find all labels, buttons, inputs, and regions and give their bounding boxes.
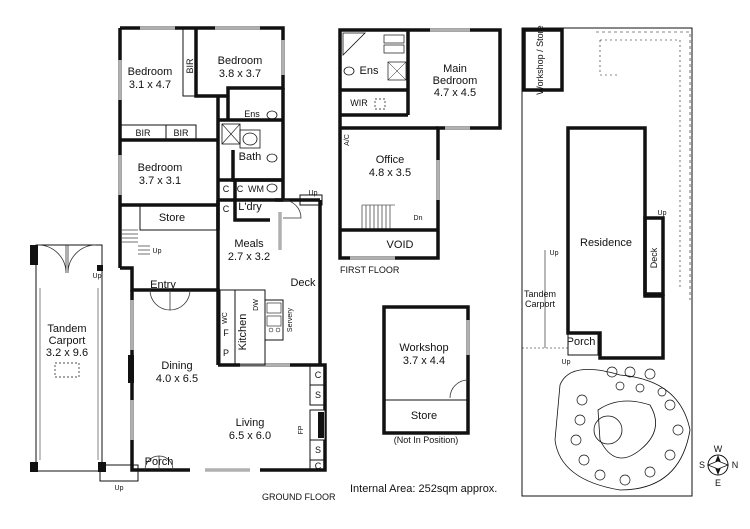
bedroom2-size: 3.8 x 3.7 xyxy=(219,68,261,80)
site-deck-label: Deck xyxy=(649,247,659,268)
up-label-deck: Up xyxy=(309,190,318,197)
p-label: P xyxy=(223,348,229,358)
bedroom2-name: Bedroom xyxy=(218,55,263,67)
first-floor-plan xyxy=(338,28,502,260)
bedroom1-size: 3.1 x 4.7 xyxy=(129,79,171,91)
workshop-store-label: Store xyxy=(411,410,437,422)
workshop-name: Workshop xyxy=(399,342,448,354)
office-name: Office xyxy=(376,154,405,166)
meals-size: 2.7 x 3.2 xyxy=(228,251,270,263)
workshop-plan xyxy=(382,305,470,435)
main-bedroom-name2: Bedroom xyxy=(433,75,478,87)
c1-label: C xyxy=(223,184,230,194)
site-carport-name1: Tandem xyxy=(524,289,556,299)
wm-label: WM xyxy=(248,184,264,194)
main-bedroom-name1: Main xyxy=(443,63,467,75)
entry-label: Entry xyxy=(150,279,176,291)
carport-name2: Carport xyxy=(49,335,86,347)
c3-label: C xyxy=(223,204,230,214)
cab-c2-label: C xyxy=(315,461,322,471)
carport-name1: Tandem xyxy=(47,323,86,335)
ens-label: Ens xyxy=(244,109,260,119)
compass-icon xyxy=(706,454,730,476)
compass-west-label: S xyxy=(699,460,705,470)
site-carport-name2: Carport xyxy=(525,299,556,309)
cab-c1-label: C xyxy=(315,370,322,380)
bedroom3-name: Bedroom xyxy=(138,162,183,174)
void-label: VOID xyxy=(387,239,414,251)
up-label-porch: Up xyxy=(115,485,124,492)
laundry-label: L'dry xyxy=(238,201,262,213)
bedroom3-size: 3.7 x 3.1 xyxy=(139,175,181,187)
ground-floor-labels: Bedroom 3.1 x 4.7 Bedroom 3.8 x 3.7 BIR … xyxy=(46,55,336,502)
ac-label: A/C xyxy=(344,134,351,146)
office-size: 4.8 x 3.5 xyxy=(369,167,411,179)
ground-floor-caption: GROUND FLOOR xyxy=(262,492,336,502)
up-label-entry: Up xyxy=(153,248,162,255)
bir-right-label: BIR xyxy=(173,128,189,138)
meals-name: Meals xyxy=(234,238,264,250)
main-bedroom-size: 4.7 x 4.5 xyxy=(434,87,476,99)
cab-s1-label: S xyxy=(315,390,321,400)
site-plan xyxy=(521,27,730,497)
bir-vertical-label: BIR xyxy=(185,58,195,74)
fp-label: FP xyxy=(298,425,305,434)
dn-label: Dn xyxy=(414,215,423,222)
f-label: F xyxy=(223,328,229,338)
kitchen-label: Kitchen xyxy=(237,314,249,351)
dining-size: 4.0 x 6.5 xyxy=(156,373,198,385)
dining-name: Dining xyxy=(161,360,192,372)
compass-east-label: N xyxy=(732,460,739,470)
site-workshop-store-label: Workshop / Store xyxy=(535,25,545,94)
deck-label: Deck xyxy=(290,277,316,289)
site-plan-labels: Workshop / Store Residence Deck Tandem C… xyxy=(524,25,738,488)
tandem-carport-outline xyxy=(35,244,103,472)
first-floor-labels: Ens Main Bedroom 4.7 x 4.5 WIR A/C Offic… xyxy=(340,63,477,275)
site-up-porch: Up xyxy=(562,359,571,366)
living-size: 6.5 x 6.0 xyxy=(229,430,271,442)
compass-south-label: E xyxy=(715,478,721,488)
workshop-labels: Workshop 3.7 x 4.4 Store (Not In Positio… xyxy=(394,342,459,445)
compass-north-label: W xyxy=(714,444,723,454)
site-residence-label: Residence xyxy=(580,237,632,249)
wir-label: WIR xyxy=(350,98,368,108)
ff-ens-label: Ens xyxy=(360,65,379,77)
servery-label: Servery xyxy=(287,307,294,332)
up-label-carport: Up xyxy=(93,273,102,280)
living-name: Living xyxy=(236,417,265,429)
bir-left-label: BIR xyxy=(135,128,151,138)
wc-label: WC xyxy=(222,312,229,324)
store-label: Store xyxy=(159,212,185,224)
bath-label: Bath xyxy=(239,151,262,163)
dw-label: DW xyxy=(253,299,260,311)
workshop-note: (Not In Position) xyxy=(394,435,459,445)
carport-size: 3.2 x 9.6 xyxy=(46,347,88,359)
internal-area-text: Internal Area: 252sqm approx. xyxy=(350,483,497,495)
site-up-deck: Up xyxy=(658,210,667,217)
porch-label: Porch xyxy=(145,456,174,468)
site-up-carport: Up xyxy=(550,250,559,257)
site-porch-label: Porch xyxy=(567,336,596,348)
cab-s2-label: S xyxy=(315,445,321,455)
ground-floor-plan xyxy=(30,26,327,482)
bedroom1-name: Bedroom xyxy=(128,66,173,78)
first-floor-caption: FIRST FLOOR xyxy=(340,265,400,275)
workshop-size: 3.7 x 4.4 xyxy=(403,355,445,367)
c2-label: C xyxy=(237,184,244,194)
